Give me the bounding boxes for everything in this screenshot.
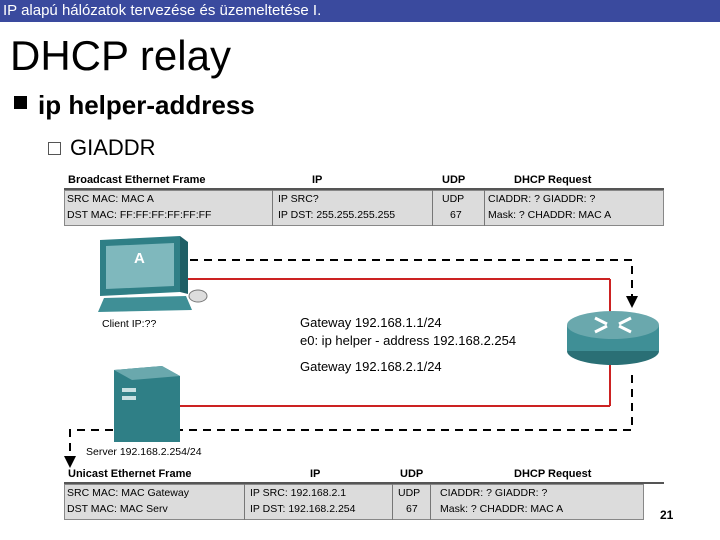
bullet-square-icon <box>14 96 27 109</box>
server-label: Server 192.168.2.254/24 <box>86 446 202 458</box>
bottom-frame-header-udp: UDP <box>400 468 424 480</box>
top-src-mac: SRC MAC: MAC A <box>67 193 154 205</box>
top-frame-header-udp: UDP <box>442 174 466 186</box>
bottom-ip-src: IP SRC: 192.168.2.1 <box>250 487 347 499</box>
top-ip-dst: IP DST: 255.255.255.255 <box>278 209 396 221</box>
gateway2-label: Gateway 192.168.2.1/24 <box>300 359 442 374</box>
broadcast-path-dashed <box>120 259 633 298</box>
router-icon <box>563 305 663 371</box>
bottom-dhcp-row1: CIADDR: ? GIADDR: ? <box>440 487 548 499</box>
slide-title: DHCP relay <box>10 32 231 79</box>
client-letter: A <box>134 250 145 267</box>
bottom-dhcp-row2: Mask: ? CHADDR: MAC A <box>440 503 564 515</box>
top-udp-label: UDP <box>442 193 465 205</box>
bottom-ip-dst: IP DST: 192.168.2.254 <box>250 503 356 515</box>
top-frame-header-dhcp: DHCP Request <box>514 174 592 186</box>
bullet-text: ip helper-address <box>38 90 255 120</box>
top-udp-port: 67 <box>450 209 462 221</box>
bottom-frame-header-ethernet: Unicast Ethernet Frame <box>68 468 192 480</box>
top-frame-table: Broadcast Ethernet Frame IP UDP DHCP Req… <box>64 172 664 228</box>
top-frame-header-ip: IP <box>312 174 323 186</box>
gateway1-label: Gateway 192.168.1.1/24 <box>300 315 442 330</box>
server-icon <box>110 362 186 444</box>
top-dhcp-row1: CIADDR: ? GIADDR: ? <box>488 193 596 205</box>
client-label: Client IP:?? <box>102 318 157 330</box>
bottom-dst-mac: DST MAC: MAC Serv <box>67 503 168 515</box>
helper-address-label: e0: ip helper - address 192.168.2.254 <box>300 333 517 348</box>
arrow-down-icon <box>626 296 638 308</box>
arrow-down-icon <box>64 456 76 468</box>
top-ip-src: IP SRC? <box>278 193 319 205</box>
client-computer-icon: A <box>94 234 209 316</box>
sub-bullet-text: GIADDR <box>70 135 156 160</box>
bottom-frame-header-dhcp: DHCP Request <box>514 468 592 480</box>
bottom-frame-header-ip: IP <box>310 468 321 480</box>
top-frame-header-ethernet: Broadcast Ethernet Frame <box>68 174 206 186</box>
sub-bullet-box-icon <box>48 142 61 155</box>
course-header-bar: IP alapú hálózatok tervezése és üzemelte… <box>0 0 720 22</box>
bottom-src-mac: SRC MAC: MAC Gateway <box>67 487 189 499</box>
course-title: IP alapú hálózatok tervezése és üzemelte… <box>3 2 322 19</box>
bottom-udp-port: 67 <box>406 503 418 515</box>
top-dst-mac: DST MAC: FF:FF:FF:FF:FF:FF <box>67 209 212 221</box>
page-number: 21 <box>660 508 674 522</box>
bottom-udp-label: UDP <box>398 487 421 499</box>
bottom-frame-table: Unicast Ethernet Frame IP UDP DHCP Reque… <box>64 466 664 520</box>
top-dhcp-row2: Mask: ? CHADDR: MAC A <box>488 209 612 221</box>
unicast-path-dashed <box>69 375 633 460</box>
